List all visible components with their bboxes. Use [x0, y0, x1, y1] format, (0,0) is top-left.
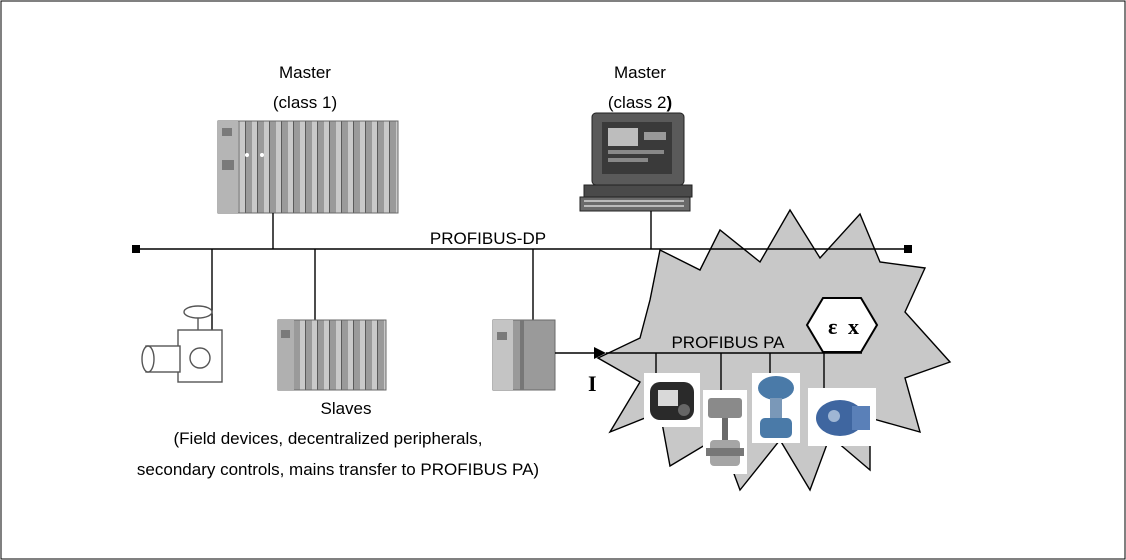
field-device-icon: [644, 373, 700, 427]
bus-terminator-left: [132, 245, 140, 253]
io-module-icon: [277, 319, 387, 391]
interface-label: I: [588, 371, 597, 396]
valve-actuator-icon: [141, 305, 223, 383]
field-device-icon: [703, 390, 747, 474]
bus-terminator-right: [904, 245, 912, 253]
master2-title: Master: [614, 63, 666, 82]
ex-x: x: [848, 314, 859, 339]
field-device-icon: [808, 388, 876, 446]
profibus-pa-label: PROFIBUS PA: [671, 333, 785, 352]
slaves-description-line2: secondary controls, mains transfer to PR…: [137, 460, 539, 479]
slaves-title: Slaves: [320, 399, 371, 418]
master2-subtitle: (class 2): [608, 93, 672, 112]
ex-epsilon: ε: [828, 314, 837, 339]
master-class2-computer-icon: [579, 112, 693, 212]
ex-hazard-icon: [805, 297, 879, 353]
profibus-dp-label: PROFIBUS-DP: [430, 229, 546, 248]
slaves-description-line1: (Field devices, decentralized peripheral…: [174, 429, 483, 448]
master-class1-plc-icon: [217, 120, 399, 214]
master1-title: Master: [279, 63, 331, 82]
master1-subtitle: (class 1): [273, 93, 337, 112]
field-device-icon: [752, 373, 800, 443]
coupler-icon: [492, 319, 556, 391]
